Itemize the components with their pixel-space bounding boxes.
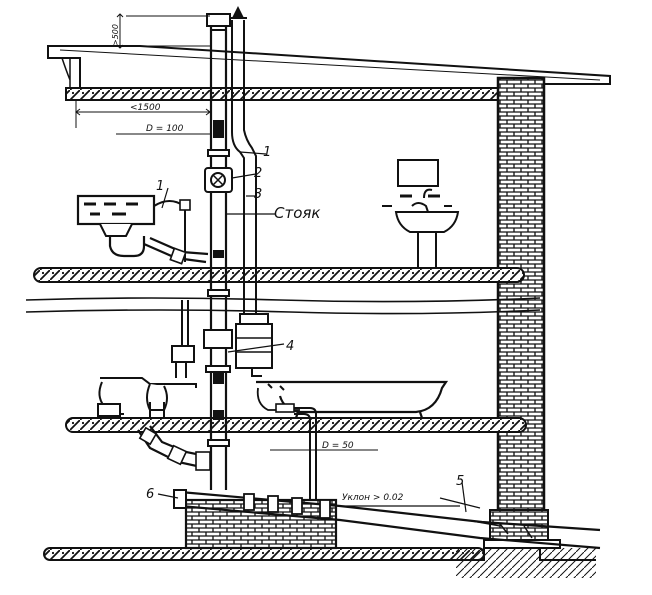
dim-offset: <1500 (130, 103, 161, 113)
vent-stack (206, 13, 231, 490)
sewer-collector (173, 489, 601, 550)
label-1-left: 1 (156, 179, 164, 194)
revision-fitting (204, 167, 233, 193)
dimension-lines (75, 13, 501, 527)
toilet-outlet-pipe (137, 425, 211, 471)
label-riser: Стояк (274, 204, 320, 222)
ground-soil (456, 548, 596, 578)
toilet-bowl-lower (97, 362, 197, 418)
waste-fitting-lower (203, 329, 233, 384)
label-2: 2 (254, 166, 262, 181)
dim-riser-diameter: D = 100 (146, 124, 184, 134)
upper-floor-slab (33, 267, 525, 283)
label-6: 6 (146, 487, 154, 502)
water-heater (235, 313, 273, 377)
leader-lines (157, 151, 467, 513)
label-5: 5 (456, 474, 464, 489)
basement-floor-slab (43, 547, 485, 561)
label-3: 3 (254, 187, 262, 202)
ceiling-line (25, 297, 541, 315)
toilet-trap (108, 236, 209, 265)
lower-floor-slab (65, 417, 527, 433)
label-slope: Уклон > 0.02 (342, 493, 404, 503)
toilet-cistern (76, 194, 191, 262)
dim-vent-height: >500 (111, 24, 120, 46)
label-1-top: 1 (263, 145, 271, 160)
dim-branch-diameter: D = 50 (322, 441, 354, 451)
bath-drain-pipe (294, 407, 317, 500)
bathtub (256, 380, 449, 419)
foundation-block (184, 498, 338, 550)
attic-floor-slab (65, 87, 519, 101)
vent-pipe (229, 6, 257, 330)
label-4: 4 (286, 339, 294, 354)
brick-wall (483, 76, 561, 549)
flush-cistern-lower (171, 300, 195, 363)
washbasin (382, 159, 460, 269)
